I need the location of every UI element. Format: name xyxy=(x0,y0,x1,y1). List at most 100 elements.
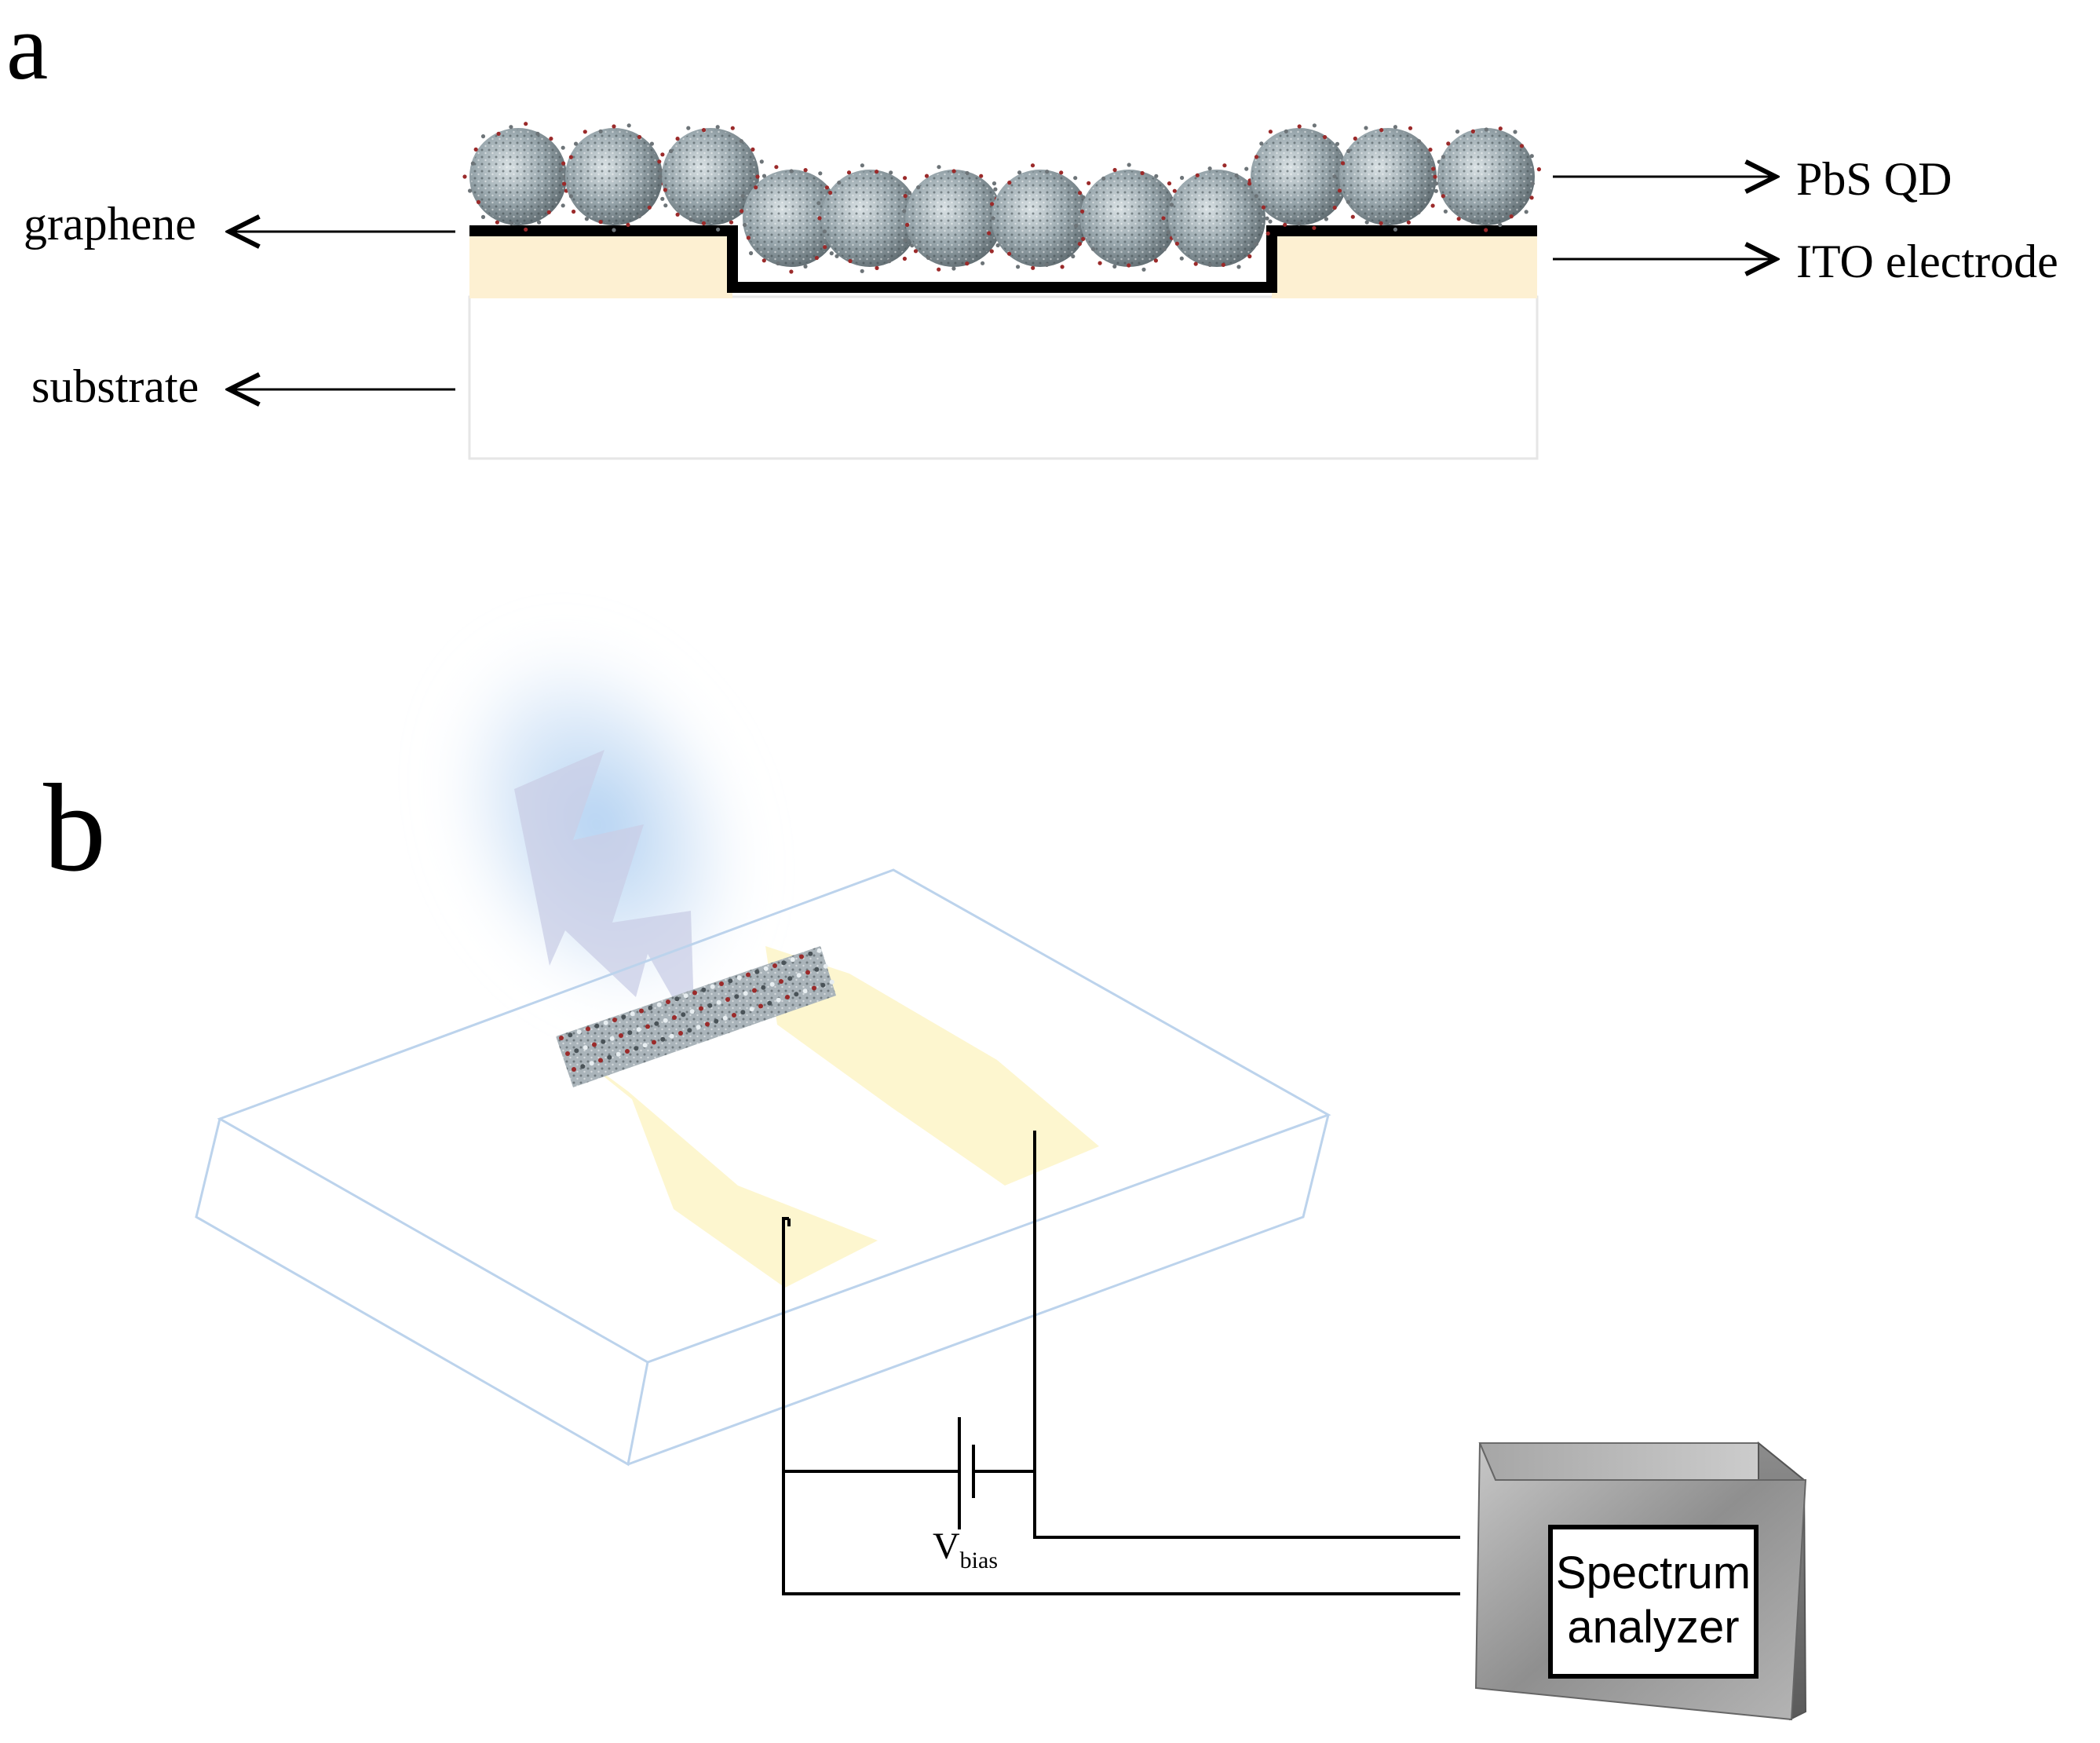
channel-speck xyxy=(728,978,733,984)
channel-speck xyxy=(779,979,783,984)
ligand-speck xyxy=(495,220,500,225)
pbs-qd-texture xyxy=(907,171,1001,265)
ligand-speck xyxy=(774,165,779,170)
ligand-speck xyxy=(496,131,501,136)
ligand-speck xyxy=(1222,163,1227,168)
ligand-speck xyxy=(981,261,985,265)
channel-speck xyxy=(598,1058,603,1063)
electrode-right xyxy=(765,946,1099,1186)
label-substrate: substrate xyxy=(31,360,199,412)
spectrum-analyzer: Spectrum analyzer xyxy=(1474,1441,1807,1721)
pbs-qd-texture xyxy=(1341,130,1435,224)
graphene-sheet xyxy=(469,225,1537,293)
ligand-speck xyxy=(1406,220,1411,225)
channel-speck xyxy=(648,1005,653,1010)
ligand-speck xyxy=(1153,258,1158,263)
pbs-qd-texture xyxy=(663,130,758,224)
ligand-speck xyxy=(657,159,662,164)
analyzer-screen xyxy=(1548,1525,1759,1679)
channel-speck xyxy=(645,1024,650,1029)
ligand-speck xyxy=(549,137,553,141)
ligand-speck xyxy=(1247,181,1252,186)
ligand-speck xyxy=(1074,223,1079,228)
ligand-speck xyxy=(1254,194,1258,199)
ligand-speck xyxy=(860,163,864,168)
ligand-speck xyxy=(1060,265,1065,269)
channel-speck xyxy=(625,1049,630,1054)
ligand-speck xyxy=(1428,148,1433,152)
channel-speck xyxy=(576,1029,582,1035)
ligand-speck xyxy=(1416,139,1422,144)
ligand-speck xyxy=(1324,217,1328,221)
ligand-speck xyxy=(716,227,721,232)
ligand-speck xyxy=(1007,251,1012,256)
ligand-speck xyxy=(612,124,616,129)
ligand-speck xyxy=(926,255,931,260)
ligand-speck xyxy=(746,236,751,240)
ligand-speck xyxy=(822,229,827,234)
ligand-speck xyxy=(715,125,720,130)
channel-speck xyxy=(714,1018,719,1024)
channel-speck xyxy=(719,981,724,986)
ligand-speck xyxy=(1097,261,1102,265)
ligand-speck xyxy=(989,249,994,254)
ligand-speck xyxy=(903,194,908,199)
ligand-speck xyxy=(1236,265,1241,269)
ligand-speck xyxy=(814,255,819,261)
channel-speck xyxy=(752,988,757,993)
ligand-speck xyxy=(509,125,513,130)
ligand-speck xyxy=(675,137,680,141)
ligand-speck xyxy=(1393,227,1397,232)
channel-speck xyxy=(808,951,813,956)
ligand-speck xyxy=(824,185,829,190)
ligand-speck xyxy=(1297,221,1302,226)
channel-speck xyxy=(687,1028,692,1033)
ligand-speck xyxy=(937,165,941,170)
analyzer-label-line1: Spectrum xyxy=(1556,1548,1751,1599)
ligand-speck xyxy=(1244,166,1249,171)
channel-speck xyxy=(654,1021,659,1026)
channel-speck xyxy=(754,969,760,974)
ligand-speck xyxy=(1081,236,1086,241)
ligand-speck xyxy=(1416,210,1421,215)
ligand-speck xyxy=(965,261,970,266)
channel-speck xyxy=(689,1009,695,1014)
ligand-speck xyxy=(675,212,680,217)
channel-speck xyxy=(722,1015,728,1021)
ligand-speck xyxy=(1364,126,1368,130)
ligand-speck xyxy=(1456,217,1461,221)
ligand-speck xyxy=(473,147,478,152)
channel-speck xyxy=(776,997,781,1003)
ligand-speck xyxy=(468,188,473,193)
ligand-speck xyxy=(1312,123,1317,128)
ligand-speck xyxy=(649,141,655,146)
ligand-speck xyxy=(1433,188,1438,193)
ligand-speck xyxy=(1430,203,1435,208)
channel-speck xyxy=(812,985,816,991)
ligand-speck xyxy=(1470,129,1475,133)
ligand-speck xyxy=(837,181,842,185)
ligand-speck xyxy=(913,249,919,254)
ligand-speck xyxy=(1247,254,1252,259)
ligand-speck xyxy=(1484,127,1488,132)
channel-speck xyxy=(586,1026,590,1032)
ligand-speck xyxy=(626,222,630,227)
channel-speck xyxy=(794,992,799,997)
channel-speck xyxy=(761,985,766,990)
ligand-speck xyxy=(987,231,992,236)
ligand-speck xyxy=(902,256,907,261)
ligand-speck xyxy=(470,161,476,166)
channel-speck xyxy=(663,1018,668,1023)
ligand-speck xyxy=(1393,125,1397,130)
ligand-speck xyxy=(1509,214,1514,219)
ligand-speck xyxy=(524,122,528,126)
ligand-speck xyxy=(1340,161,1346,166)
channel-speck xyxy=(627,1030,633,1036)
label-graphene: graphene xyxy=(24,198,196,250)
ligand-speck xyxy=(1379,221,1383,225)
device-substrate xyxy=(195,868,1331,1467)
ligand-speck xyxy=(1127,263,1131,268)
channel-speck xyxy=(716,999,721,1005)
channel-speck xyxy=(710,984,715,989)
channel-speck xyxy=(612,1018,617,1022)
